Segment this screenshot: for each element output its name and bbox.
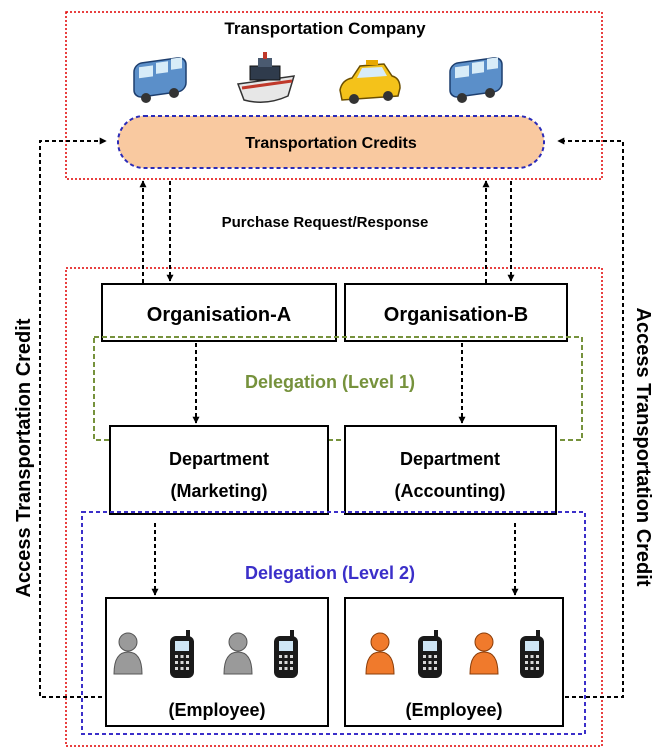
company-title: Transportation Company	[224, 19, 426, 38]
employee-group-a-label: (Employee)	[168, 700, 265, 720]
left-access-arrow	[39, 137, 116, 698]
ferry-icon	[236, 52, 296, 103]
department-marketing-line1: Department	[169, 449, 269, 469]
left-side-label: Access Transportation Credit	[13, 318, 35, 597]
person-icon	[469, 632, 499, 675]
phone-icon	[170, 630, 194, 678]
department-accounting-line1: Department	[400, 449, 500, 469]
bus-icon	[133, 56, 187, 103]
company-boundary	[65, 11, 603, 180]
right-side-label: Access Transportation Credit	[632, 308, 654, 587]
delegation-level2-box	[81, 511, 586, 735]
department-accounting-box	[344, 425, 557, 515]
person-icon	[113, 632, 143, 675]
organisation-a-label: Organisation-A	[147, 304, 291, 326]
department-marketing-line2: (Marketing)	[170, 481, 267, 501]
organisation-b-box	[344, 283, 568, 342]
phone-icon	[418, 630, 442, 678]
phone-icon	[520, 630, 544, 678]
right-access-arrow	[557, 137, 624, 698]
person-icon	[365, 632, 395, 675]
purchase-label: Purchase Request/Response	[222, 214, 429, 231]
delegation-level1-box	[93, 336, 583, 441]
phone-icon	[274, 630, 298, 678]
department-accounting-line2: (Accounting)	[395, 481, 506, 501]
organisation-b-label: Organisation-B	[384, 304, 528, 326]
bus-icon	[449, 56, 503, 103]
organisation-a-box	[101, 283, 337, 342]
delegation-level2-label: Delegation (Level 2)	[245, 563, 415, 583]
transportation-credits-pill	[117, 115, 545, 169]
department-marketing-box	[109, 425, 329, 515]
delegation-level1-label: Delegation (Level 1)	[245, 372, 415, 392]
employee-group-b-label: (Employee)	[405, 700, 502, 720]
taxi-icon	[339, 60, 401, 104]
person-icon	[223, 632, 253, 675]
organisations-boundary	[65, 267, 603, 747]
transportation-credits-label: Transportation Credits	[245, 135, 417, 152]
